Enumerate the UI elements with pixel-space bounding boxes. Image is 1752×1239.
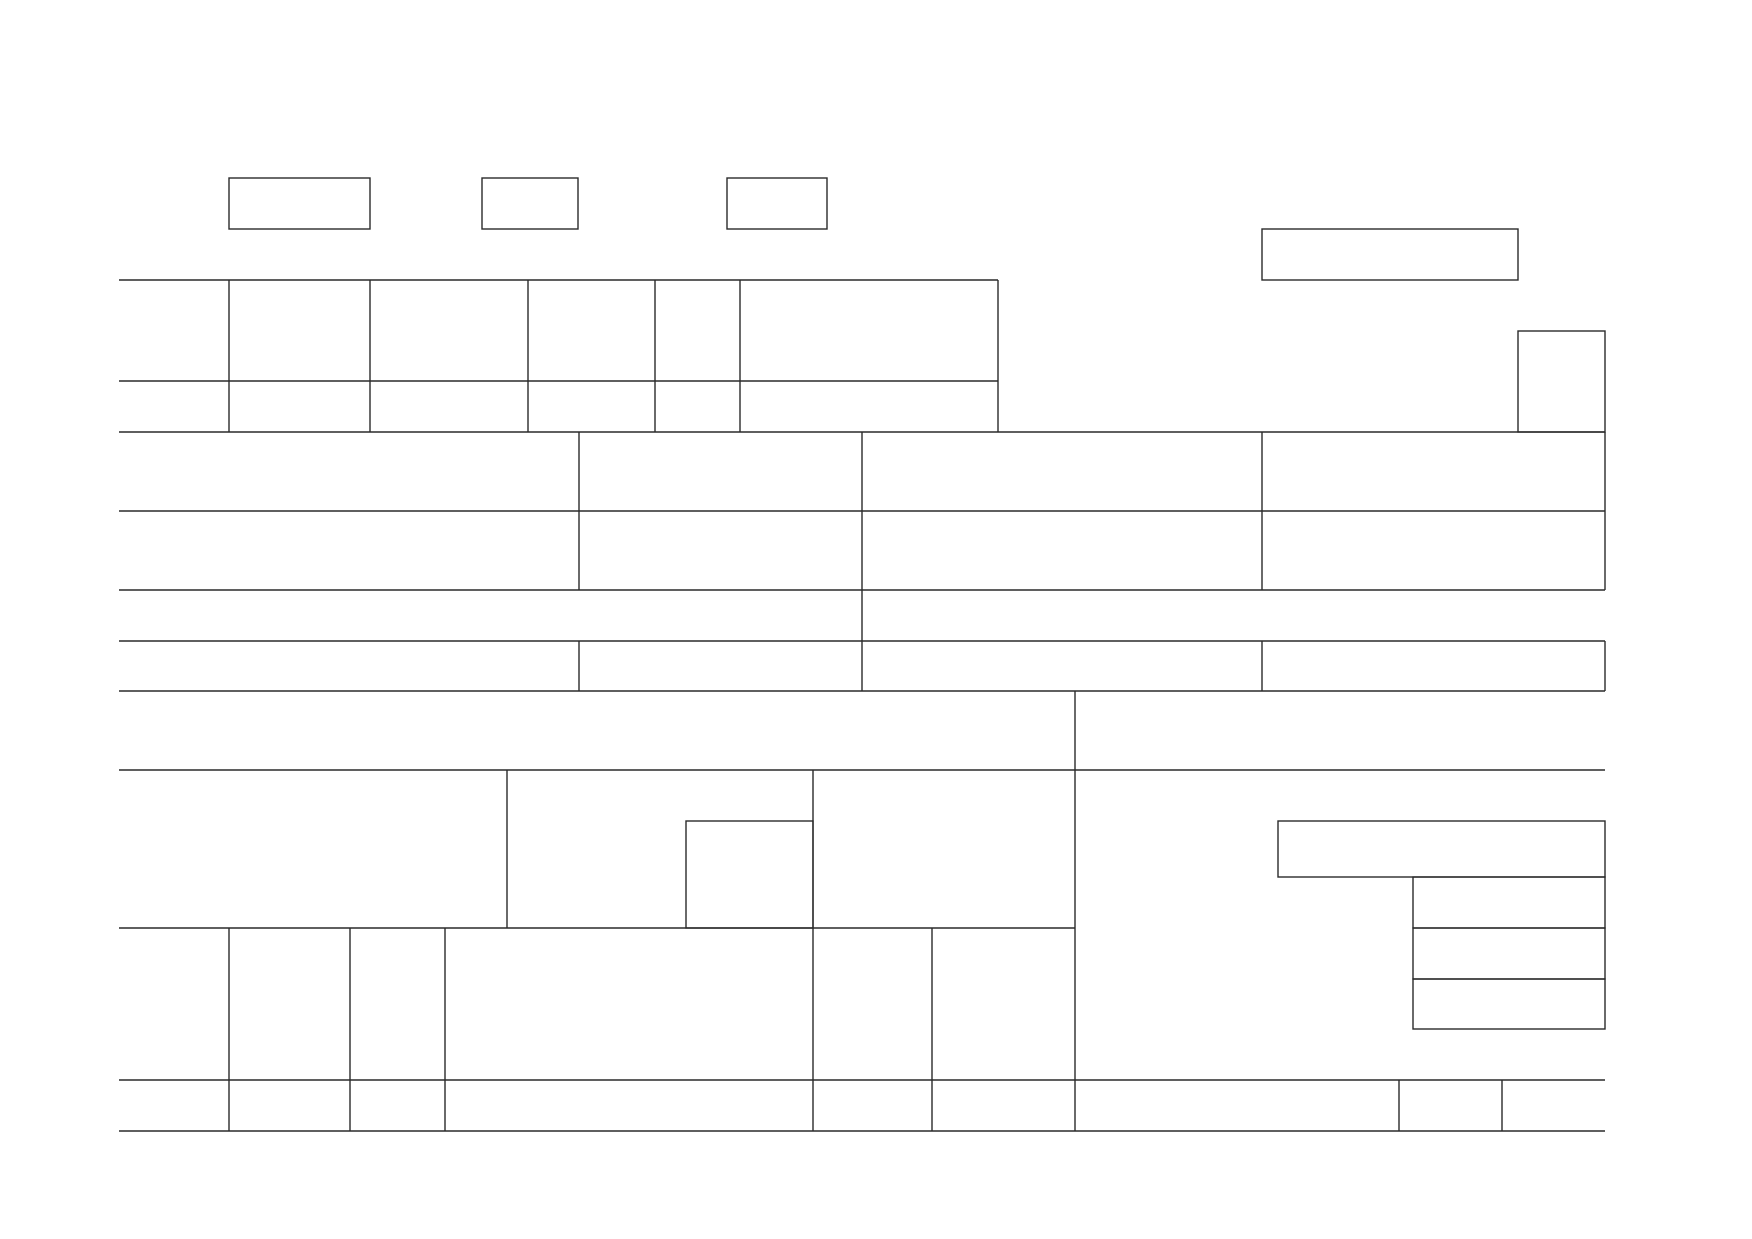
middle-inner-box: [685, 820, 814, 929]
header-box-3: [726, 177, 828, 230]
header-box-1: [228, 177, 371, 230]
bottom-left-grid: [228, 928, 933, 1131]
header-box-2: [481, 177, 579, 230]
upper-left-table: [119, 279, 999, 432]
header-box-right: [1261, 228, 1519, 281]
main-form-rows: [119, 431, 1606, 1132]
small-right-box: [1517, 330, 1606, 433]
right-stacked-boxes: [1277, 820, 1606, 1030]
bottom-right-row: [1398, 1080, 1503, 1131]
